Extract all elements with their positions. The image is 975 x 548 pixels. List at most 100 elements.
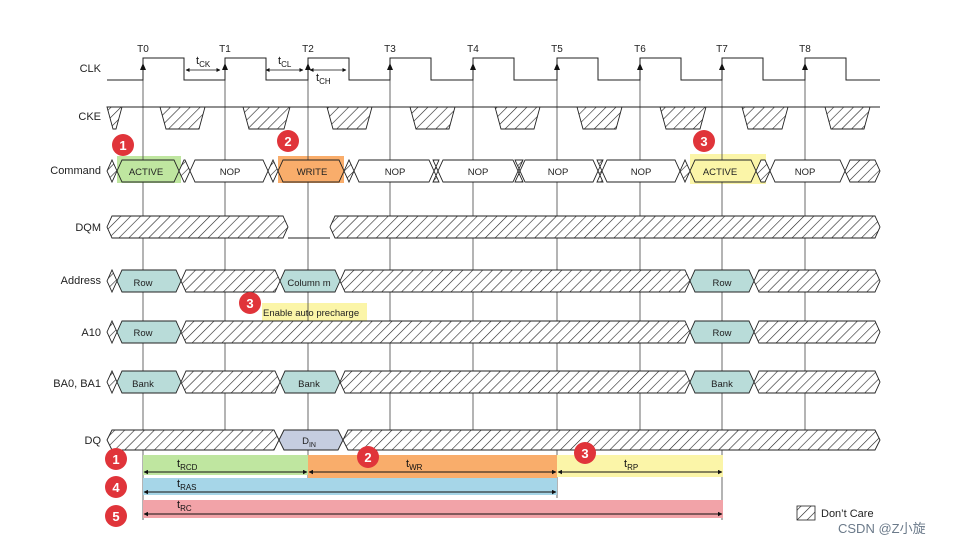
- a10-dont-care-0: [106, 319, 118, 345]
- signal-label-dqm: DQM: [75, 222, 101, 234]
- svg-text:5: 5: [112, 509, 119, 524]
- bank-dont-care-1: [180, 370, 281, 394]
- a10-row-1: Row: [133, 328, 152, 339]
- command-gap-3: [343, 158, 355, 184]
- signal-label-a10: A10: [81, 327, 101, 339]
- watermark: CSDN @Z小旋: [838, 521, 926, 536]
- tcl-label: tCL: [278, 55, 292, 69]
- svg-text:1: 1: [112, 452, 119, 467]
- cke-dont-care-8: [741, 106, 789, 130]
- command-state-4: NOP: [468, 167, 489, 178]
- signal-label-clk: CLK: [80, 63, 102, 75]
- a10-dont-care-1: [180, 320, 691, 344]
- svg-text:2: 2: [364, 450, 371, 465]
- signal-label-ba: BA0, BA1: [53, 378, 101, 390]
- svg-text:3: 3: [246, 296, 253, 311]
- address-dont-care-0: [106, 268, 118, 294]
- clk-edge-arrow-0: [140, 63, 146, 70]
- clock-label-t5: T5: [551, 44, 563, 55]
- a10-dont-care-end: [753, 320, 881, 344]
- signal-lanes: [106, 106, 881, 451]
- address-column: Column m: [287, 278, 330, 289]
- cke-dont-care-6: [576, 106, 623, 130]
- cke-dont-care-1: [159, 106, 206, 130]
- command-gap-2: [267, 158, 279, 184]
- bank-dont-care-0: [106, 369, 118, 395]
- command-state-6: NOP: [631, 167, 652, 178]
- trc-bar: [143, 500, 723, 518]
- marker-2-command: 2: [277, 130, 299, 152]
- signal-label-command: Command: [50, 165, 101, 177]
- clk-edge-arrow-4: [470, 63, 476, 70]
- address-dont-care-end: [753, 269, 881, 293]
- signal-label-cke: CKE: [78, 111, 101, 123]
- clock-label-t7: T7: [716, 44, 728, 55]
- marker-3-a10: 3: [239, 292, 261, 314]
- signal-label-address: Address: [61, 275, 102, 287]
- tras-label: tRAS: [177, 478, 197, 492]
- trc-label: tRC: [177, 499, 192, 513]
- marker-2-interval: 2: [357, 446, 379, 468]
- cke-dont-care-4: [409, 106, 456, 130]
- dqm-dont-care-2: [329, 215, 881, 239]
- dq-dont-care-2: [342, 429, 881, 451]
- dont-care-swatch: [796, 505, 816, 521]
- command-gap-7: [679, 158, 691, 184]
- bank-dont-care-end: [753, 370, 881, 394]
- address-dont-care-2: [339, 269, 691, 293]
- marker-3-command: 3: [693, 130, 715, 152]
- marker-5-interval: 5: [105, 505, 127, 527]
- address-row-1: Row: [133, 278, 152, 289]
- address-row-2: Row: [712, 278, 731, 289]
- marker-1-command: 1: [112, 134, 134, 156]
- cke-dont-care-0: [106, 106, 123, 130]
- svg-text:1: 1: [119, 138, 126, 153]
- clk-edge-arrow-6: [637, 63, 643, 70]
- clk-edge-arrow-3: [387, 63, 393, 70]
- trcd-label: tRCD: [177, 458, 198, 472]
- command-state-5: NOP: [548, 167, 569, 178]
- command-state-1: NOP: [220, 167, 241, 178]
- marker-3-interval: 3: [574, 442, 596, 464]
- legend: Don’t Care: [796, 505, 874, 521]
- cke-dont-care-5: [494, 106, 541, 130]
- dq-dont-care-1: [106, 429, 280, 451]
- clk-rising-arrows: [140, 63, 808, 70]
- command-state-2: WRITE: [297, 167, 328, 178]
- bank-label-1: Bank: [132, 379, 154, 390]
- clock-label-t4: T4: [467, 44, 479, 55]
- marker-1-interval: 1: [105, 448, 127, 470]
- dqm-dont-care-1: [106, 215, 289, 239]
- clock-label-t2: T2: [302, 44, 314, 55]
- svg-text:2: 2: [284, 134, 291, 149]
- clock-label-t6: T6: [634, 44, 646, 55]
- svg-text:3: 3: [581, 446, 588, 461]
- command-state-0: ACTIVE: [129, 167, 163, 178]
- a10-row-2: Row: [712, 328, 731, 339]
- dont-care-label: Don’t Care: [821, 508, 874, 520]
- command-dont-care-start: [106, 158, 118, 184]
- clock-label-t1: T1: [219, 44, 231, 55]
- cke-dont-care-2: [242, 106, 291, 130]
- cke-dont-care-7: [659, 106, 707, 130]
- tch-label: tCH: [316, 72, 331, 86]
- clk-edge-arrow-5: [554, 63, 560, 70]
- svg-text:4: 4: [112, 480, 120, 495]
- command-state-8: NOP: [795, 167, 816, 178]
- tck-label: tCK: [196, 55, 211, 69]
- bank-dont-care-2: [339, 370, 691, 394]
- twr-label: tWR: [406, 458, 423, 472]
- clock-label-t3: T3: [384, 44, 396, 55]
- dq-din-label: DIN: [302, 436, 316, 449]
- signal-label-dq: DQ: [85, 435, 102, 447]
- clock-label-t0: T0: [137, 44, 149, 55]
- command-dont-care-end: [844, 159, 881, 183]
- svg-text:3: 3: [700, 134, 707, 149]
- command-state-3: NOP: [385, 167, 406, 178]
- command-state-7: ACTIVE: [703, 167, 737, 178]
- interval-bars: tRCD tWR tRP tRAS tRC: [143, 455, 723, 518]
- address-dont-care-1: [180, 269, 281, 293]
- clk-waveform: [107, 57, 880, 81]
- marker-4-interval: 4: [105, 476, 127, 498]
- clk-edge-arrow-2: [305, 63, 311, 70]
